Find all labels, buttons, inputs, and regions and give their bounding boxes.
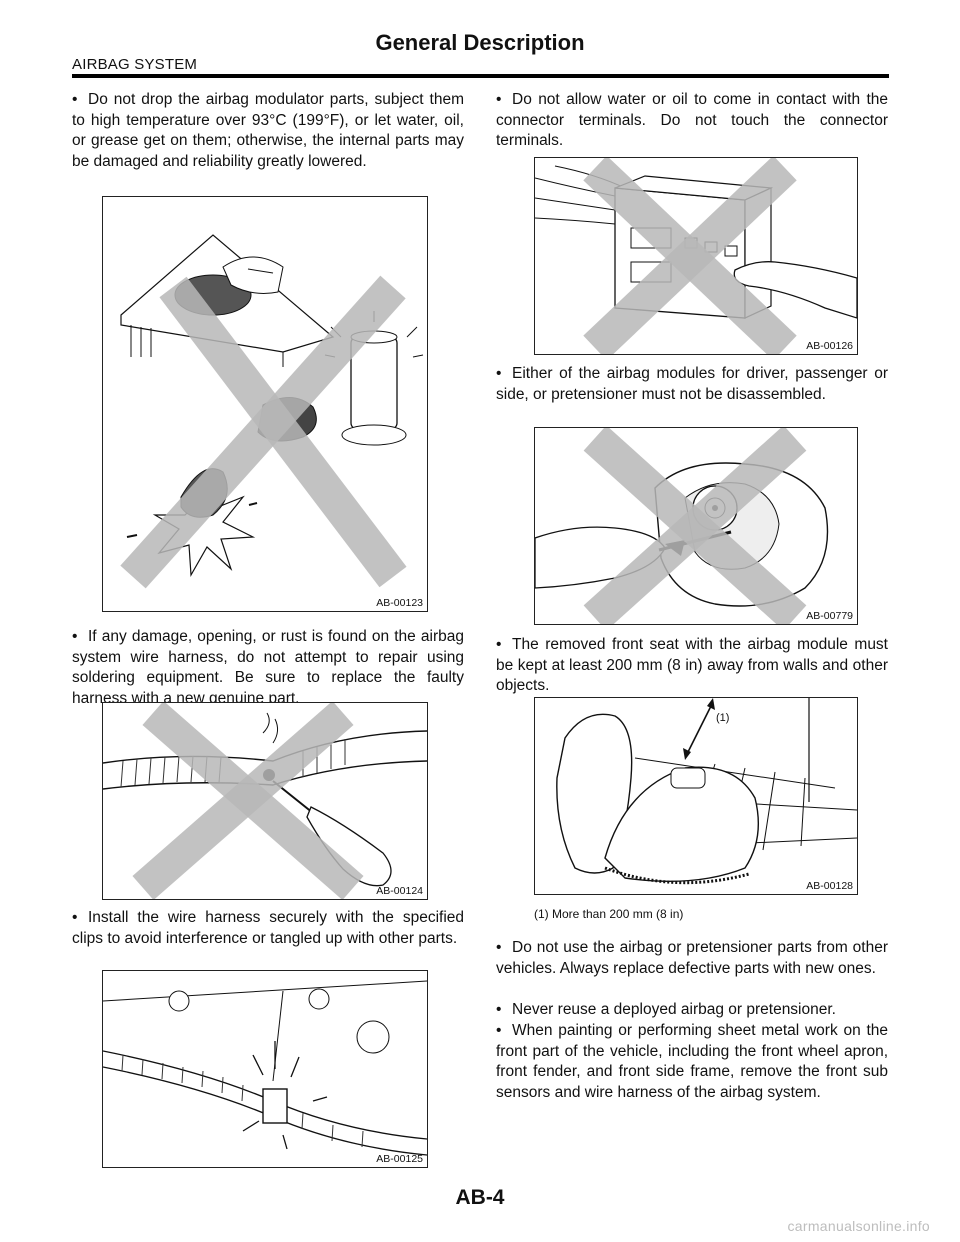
section-name: AIRBAG SYSTEM [72, 56, 198, 73]
illustration-harness-clips: AB-00125 [102, 970, 428, 1168]
instruction-text: Never reuse a deployed airbag or pretens… [512, 1001, 836, 1018]
no-disassembly-drawing [535, 428, 829, 624]
instruction-text: Do not allow water or oil to come in con… [496, 91, 888, 149]
instruction-paragraph: •Do not drop the airbag modulator parts,… [72, 90, 464, 172]
figure-id: AB-00779 [806, 610, 853, 622]
bullet: • [496, 636, 502, 653]
bullet: • [72, 91, 78, 108]
illustration-airbag-handling: AB-00123 [102, 196, 428, 612]
instruction-text: Do not use the airbag or pretensioner pa… [496, 939, 888, 977]
figure-id: AB-00125 [376, 1153, 423, 1165]
figure-id: AB-00126 [806, 340, 853, 352]
illustration-seat-clearance: (1) AB-00128 [534, 697, 858, 895]
figure-id: AB-00128 [806, 880, 853, 892]
dimension-callout: (1) [716, 712, 729, 724]
instruction-paragraph: •When painting or performing sheet metal… [496, 1021, 888, 1103]
bullet: • [496, 1022, 502, 1039]
bullet: • [496, 365, 502, 382]
instruction-paragraph: •Install the wire harness securely with … [72, 908, 464, 949]
illustration-no-disassembly: AB-00779 [534, 427, 858, 625]
instruction-paragraph: •The removed front seat with the airbag … [496, 635, 888, 697]
instruction-text: If any damage, opening, or rust is found… [72, 628, 464, 707]
bullet: • [496, 939, 502, 956]
harness-soldering-drawing [103, 703, 427, 899]
illustration-connector-terminals: AB-00126 [534, 157, 858, 355]
page-title: General Description [375, 30, 585, 55]
instruction-paragraph: •Do not use the airbag or pretensioner p… [496, 938, 888, 979]
instruction-text: The removed front seat with the airbag m… [496, 636, 888, 694]
bullet: • [72, 628, 78, 645]
connector-terminals-drawing [535, 158, 857, 354]
figure-id: AB-00124 [376, 885, 423, 897]
page-number: AB-4 [455, 1186, 505, 1209]
instruction-text: Install the wire harness securely with t… [72, 909, 464, 947]
instruction-paragraph: •Do not allow water or oil to come in co… [496, 90, 888, 152]
instruction-text: When painting or performing sheet metal … [496, 1022, 888, 1101]
figure-id: AB-00123 [376, 597, 423, 609]
instruction-paragraph: •If any damage, opening, or rust is foun… [72, 627, 464, 709]
seat-clearance-drawing: (1) [556, 698, 857, 885]
instruction-paragraph: •Either of the airbag modules for driver… [496, 364, 888, 405]
bullet: • [496, 91, 502, 108]
airbag-handling-drawing [120, 234, 424, 589]
instruction-paragraph: • Never reuse a deployed airbag or preten… [496, 1000, 888, 1021]
site-watermark: carmanualsonline.info [787, 1218, 930, 1234]
bullet: • [496, 1001, 502, 1018]
harness-clips-drawing [103, 980, 427, 1156]
instruction-text: Do not drop the airbag modulator parts, … [72, 91, 464, 170]
instruction-text: Either of the airbag modules for driver,… [496, 365, 888, 403]
figure-caption: (1) More than 200 mm (8 in) [534, 907, 684, 921]
header-divider [72, 74, 889, 78]
illustration-harness-soldering: AB-00124 [102, 702, 428, 900]
bullet: • [72, 909, 78, 926]
